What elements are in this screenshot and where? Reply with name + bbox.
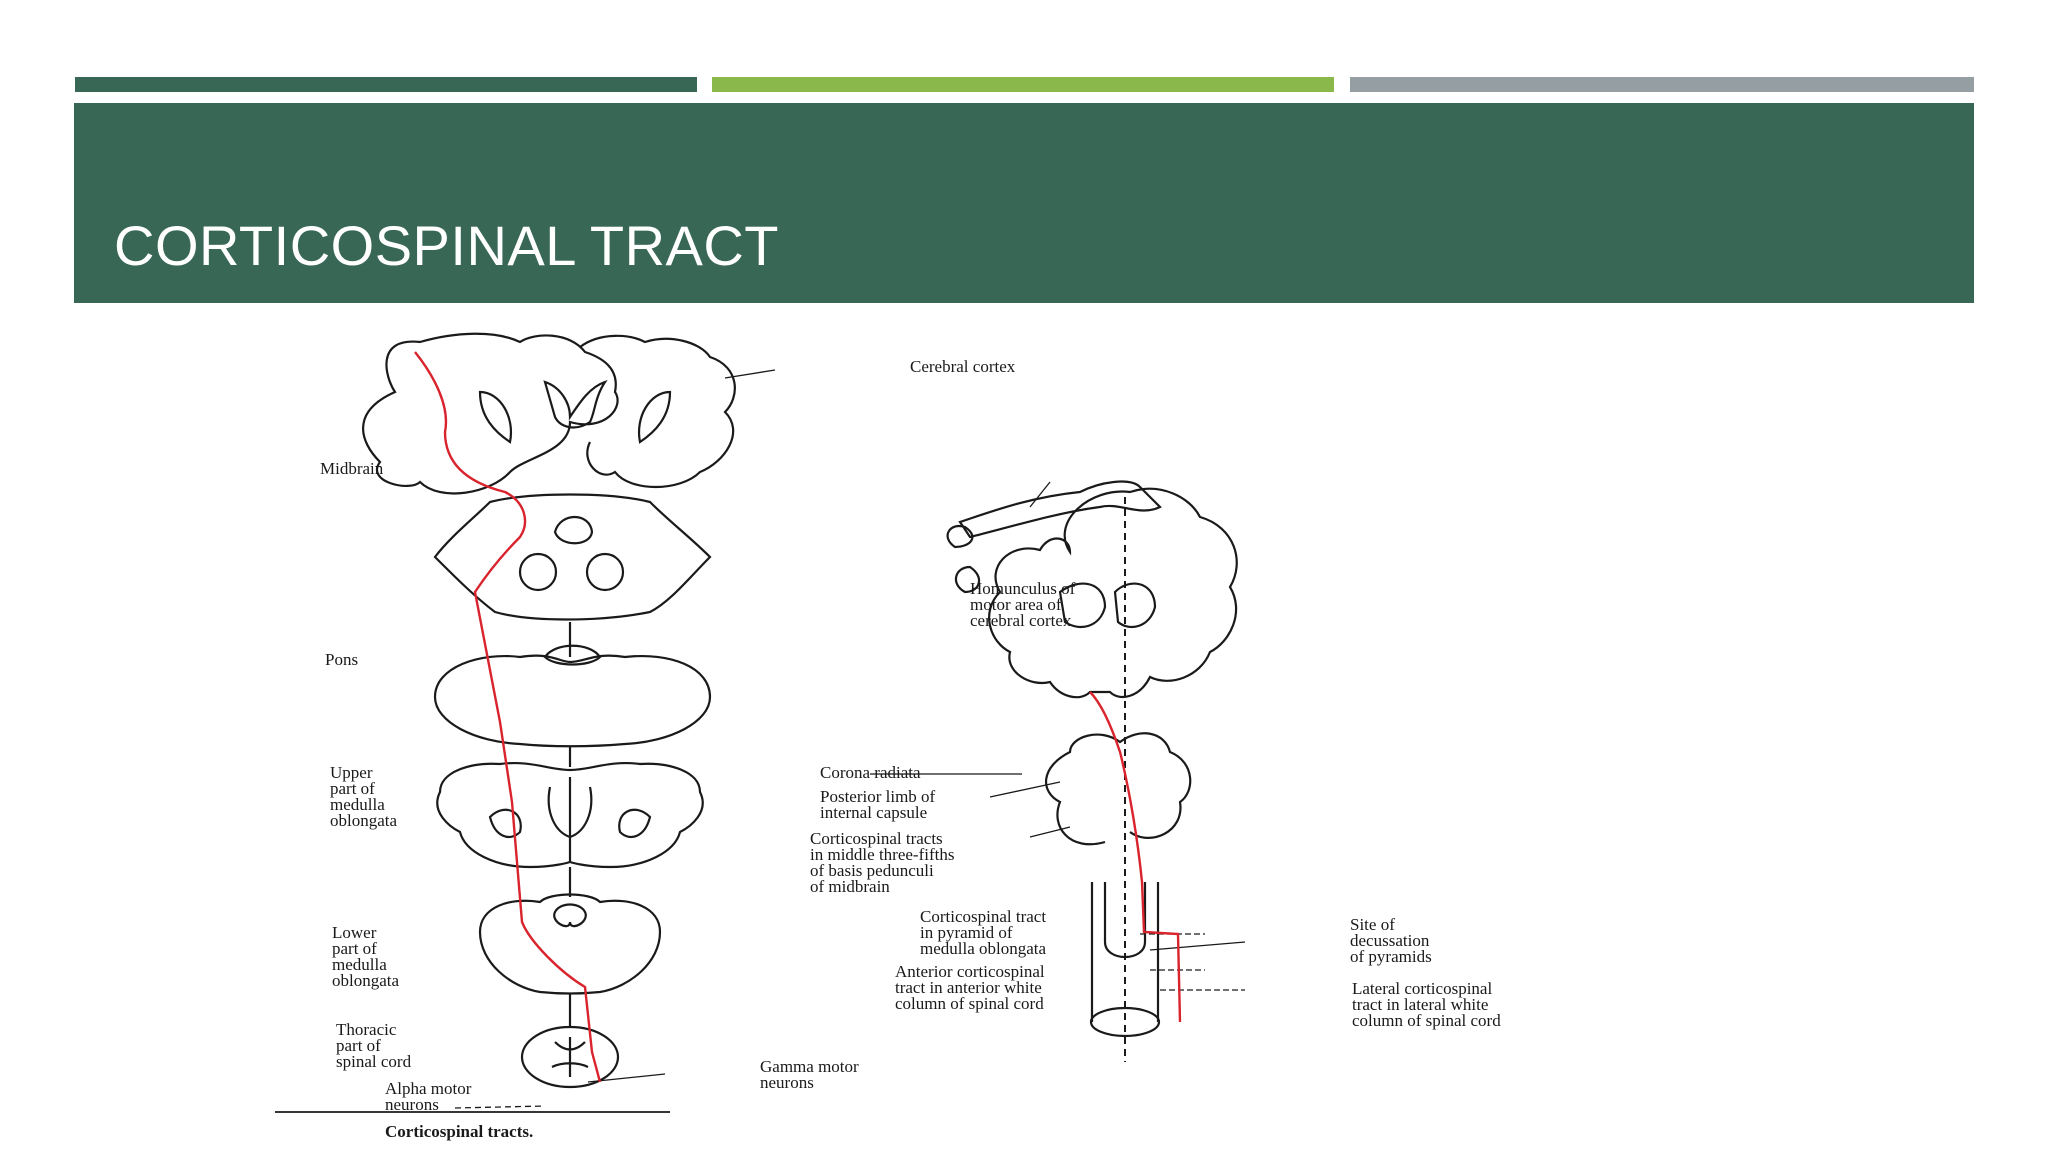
accent-bar-gray [1350, 77, 1974, 92]
homunculus-figure [958, 480, 1162, 539]
label-alpha: Alpha motor neurons [385, 1079, 472, 1114]
pons-section [433, 654, 712, 748]
svg-text:Corticospinal tract: Corticospinal tract [920, 907, 1046, 926]
label-corona-radiata: Corona radiata [820, 763, 921, 782]
svg-text:part of: part of [332, 939, 377, 958]
svg-text:column of spinal cord: column of spinal cord [1352, 1011, 1501, 1030]
label-cerebral-cortex: Cerebral cortex [910, 357, 1016, 376]
svg-text:Anterior corticospinal: Anterior corticospinal [895, 962, 1045, 981]
basal-ganglia-right [637, 390, 672, 444]
label-upper-medulla: Upper part of medulla oblongata [330, 763, 397, 830]
label-middle-fifths: Corticospinal tracts in middle three-fif… [810, 829, 954, 896]
leader-alpha [454, 1105, 546, 1109]
cerebrum-right-hemisphere [579, 334, 736, 488]
label-homunculus: Homunculus of motor area of cerebral cor… [970, 579, 1076, 630]
upper-medulla-midline [547, 777, 593, 862]
red-nucleus-right [585, 552, 625, 592]
cerebrum-outline [362, 332, 619, 495]
svg-text:internal capsule: internal capsule [820, 803, 927, 822]
thalamus [1058, 582, 1157, 629]
corticospinal-diagram: Cerebral cortex Midbrain Pons Upper part… [270, 322, 1630, 1152]
svg-text:Site of: Site of [1350, 915, 1395, 934]
svg-text:medulla: medulla [332, 955, 387, 974]
svg-text:tract in anterior white: tract in anterior white [895, 978, 1042, 997]
label-posterior-limb: Posterior limb of internal capsule [820, 787, 936, 822]
svg-text:column of spinal cord: column of spinal cord [895, 994, 1044, 1013]
svg-text:oblongata: oblongata [330, 811, 397, 830]
svg-text:Gamma motor: Gamma motor [760, 1057, 859, 1076]
leader-posterior-limb [989, 781, 1061, 798]
tract-lines [414, 351, 1182, 1083]
cerebrum-sagittal [988, 487, 1238, 699]
lateral-ventricle [543, 379, 608, 429]
svg-text:in middle three-fifths: in middle three-fifths [810, 845, 954, 864]
aqueduct [553, 516, 594, 545]
svg-text:tract in lateral white: tract in lateral white [1352, 995, 1488, 1014]
midbrain-section [433, 493, 712, 621]
label-pyramid: Corticospinal tract in pyramid of medull… [920, 907, 1047, 958]
label-lower-medulla: Lower part of medulla oblongata [332, 923, 399, 990]
svg-text:Alpha motor: Alpha motor [385, 1079, 472, 1098]
label-lateral: Lateral corticospinal tract in lateral w… [1352, 979, 1501, 1030]
diagram-svg: Cerebral cortex Midbrain Pons Upper part… [275, 332, 1501, 1141]
label-midbrain: Midbrain [320, 459, 384, 478]
svg-text:of pyramids: of pyramids [1350, 947, 1432, 966]
svg-text:part of: part of [330, 779, 375, 798]
svg-text:of midbrain: of midbrain [810, 877, 890, 896]
svg-text:neurons: neurons [760, 1073, 814, 1092]
svg-text:Upper: Upper [330, 763, 373, 782]
homunculus-head [946, 524, 981, 594]
spinal-cord-sides [1090, 882, 1160, 1022]
figure-caption: Corticospinal tracts. [385, 1122, 533, 1141]
svg-text:Posterior limb of: Posterior limb of [820, 787, 936, 806]
lower-medulla-section [478, 893, 662, 995]
label-decussation: Site of decussation of pyramids [1350, 915, 1432, 966]
svg-text:Lateral corticospinal: Lateral corticospinal [1352, 979, 1492, 998]
red-nucleus-left [518, 552, 558, 592]
svg-text:Corticospinal tracts: Corticospinal tracts [810, 829, 943, 848]
svg-text:Lower: Lower [332, 923, 377, 942]
svg-text:medulla: medulla [330, 795, 385, 814]
svg-text:Homunculus of: Homunculus of [970, 579, 1076, 598]
thoracic-gray-matter [551, 1037, 589, 1077]
olive-left [488, 808, 522, 839]
svg-text:cerebral cortex: cerebral cortex [970, 611, 1072, 630]
central-canal-lower-medulla [553, 903, 587, 928]
svg-text:decussation: decussation [1350, 931, 1430, 950]
leader-cerebral-cortex [724, 369, 776, 379]
svg-text:neurons: neurons [385, 1095, 439, 1114]
svg-text:medulla oblongata: medulla oblongata [920, 939, 1047, 958]
leader-decussation [1149, 941, 1246, 951]
slide-title: CORTICOSPINAL TRACT [114, 214, 780, 277]
svg-text:of basis pedunculi: of basis pedunculi [810, 861, 934, 880]
right-tract-path [1089, 691, 1182, 1023]
leader-middle-fifths [1029, 826, 1071, 838]
svg-text:motor area of: motor area of [970, 595, 1062, 614]
svg-text:Thoracic: Thoracic [336, 1020, 397, 1039]
leader-homunculus [1029, 481, 1051, 508]
svg-text:oblongata: oblongata [332, 971, 399, 990]
basal-ganglia-left [478, 390, 513, 444]
svg-text:part of: part of [336, 1036, 381, 1055]
fourth-ventricle-pons [543, 644, 602, 666]
left-tract-path [414, 351, 602, 1083]
accent-bar-green [712, 77, 1334, 92]
accent-bar-dark [75, 77, 697, 92]
cerebellum [1044, 732, 1192, 846]
label-pons: Pons [325, 650, 358, 669]
svg-text:in pyramid of: in pyramid of [920, 923, 1013, 942]
label-gamma: Gamma motor neurons [760, 1057, 859, 1092]
title-band: CORTICOSPINAL TRACT [74, 103, 1974, 303]
svg-text:spinal cord: spinal cord [336, 1052, 412, 1071]
label-anterior: Anterior corticospinal tract in anterior… [895, 962, 1045, 1013]
label-thoracic: Thoracic part of spinal cord [336, 1020, 412, 1071]
upper-medulla-section [436, 762, 704, 869]
olive-right [618, 808, 652, 839]
